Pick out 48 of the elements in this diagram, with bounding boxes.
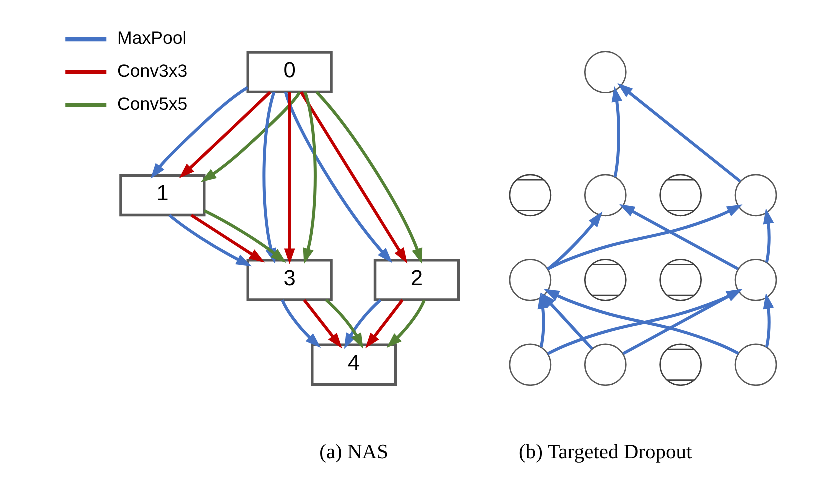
node-circle [584,344,627,386]
legend-label: Conv5x5 [118,94,188,114]
arrow [150,86,249,180]
node-box: 1 [120,174,206,217]
node-circle [734,258,778,302]
label: (a) NAS [320,442,389,464]
node-box: 4 [311,344,398,386]
arrow [540,292,594,350]
arrow [366,299,404,349]
node-crossed-circle [660,344,702,386]
node-crossed-circle [509,174,552,217]
node-box: 2 [374,258,460,302]
arrow [284,92,296,264]
node-crossed-circle [660,174,702,217]
arrow [300,92,408,264]
arrow [303,299,342,349]
arrow [546,212,603,271]
node-circle [584,51,627,94]
node-box: 3 [246,258,333,302]
arrow [281,300,322,348]
arrow [538,293,549,348]
arrow [618,83,742,183]
arrow [763,208,774,263]
node-crossed-circle [660,258,702,302]
node-circle [584,174,627,217]
arrow [284,92,393,264]
arrow [344,299,382,350]
label: (b) Targeted Dropout [519,442,692,464]
arrow [386,300,426,348]
node-crossed-circle [584,258,627,302]
node-circle [734,174,778,217]
node-circle [734,344,778,386]
arrow [612,86,623,178]
arrow [547,204,743,271]
arrow [303,92,317,264]
arrow [316,91,423,264]
arrow [168,214,252,267]
arrow [325,299,364,350]
arrow [179,91,272,178]
node-circle [509,258,552,302]
arrow [190,214,265,263]
node-box: 0 [246,51,333,94]
legend-label: Conv3x3 [118,61,188,82]
node-circle [509,344,552,386]
arrow [619,204,739,270]
legend-label: MaxPool [118,28,187,48]
arrow [200,92,302,182]
arrow [763,293,774,348]
